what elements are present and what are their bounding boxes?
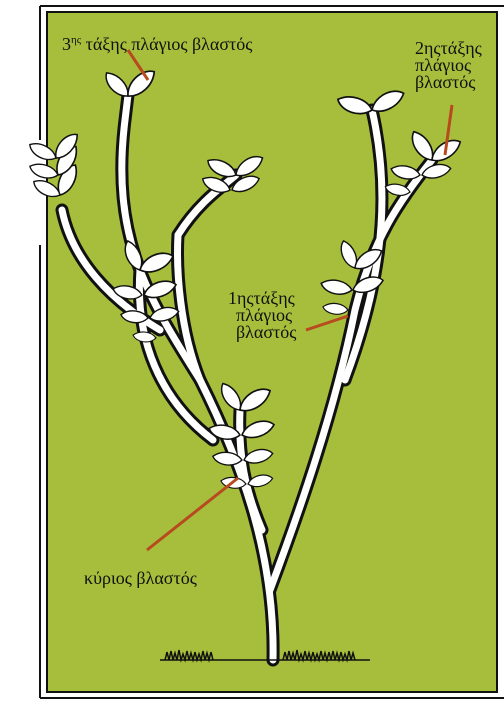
label-first-order: 1ηςτάξης πλάγιος βλαστός — [228, 290, 296, 341]
label-first-order-line3: βλαστός — [228, 324, 296, 341]
label-main-stem: κύριος βλαστός — [84, 570, 197, 587]
label-second-order-line3: βλαστός — [415, 74, 482, 91]
label-third-order-text: τάξης πλάγιος βλαστός — [81, 34, 252, 54]
label-third-order: 3ης τάξης πλάγιος βλαστός — [62, 36, 252, 53]
label-third-order-suffix: ης — [71, 34, 81, 46]
label-second-order: 2ηςτάξης πλάγιος βλαστός — [415, 40, 482, 91]
label-third-order-number: 3 — [62, 34, 71, 54]
